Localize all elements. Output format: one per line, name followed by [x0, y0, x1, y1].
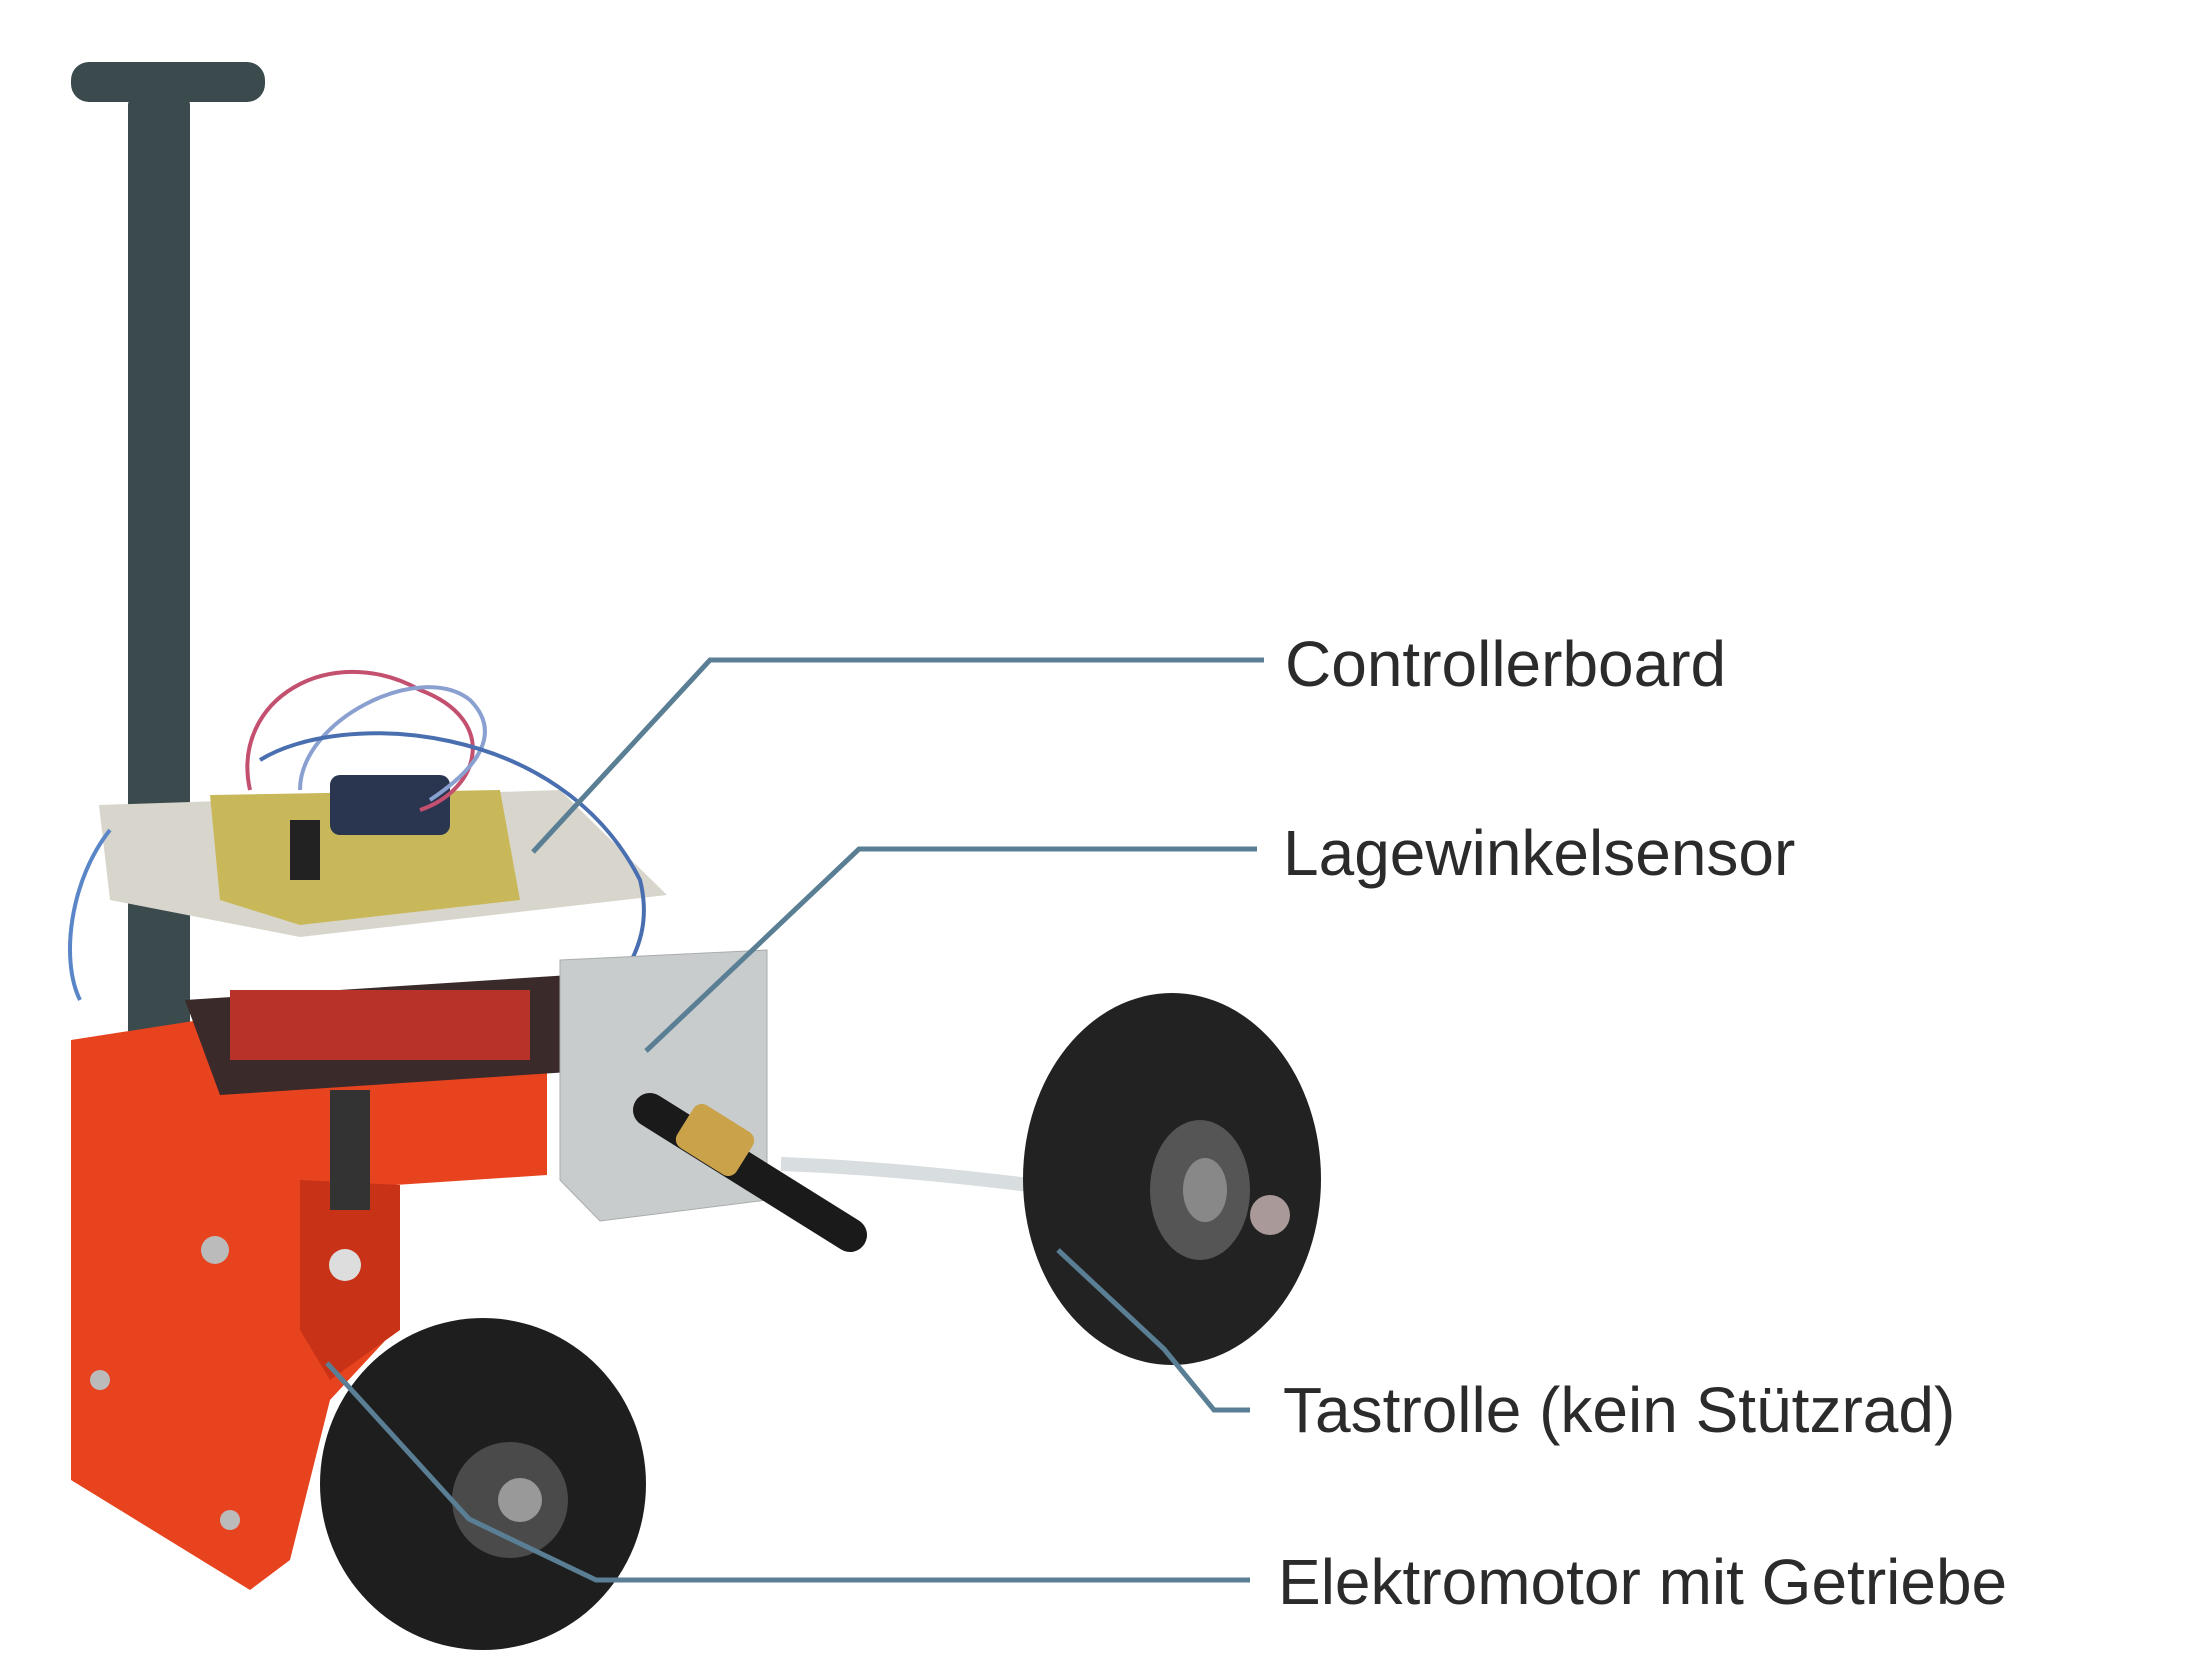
leader-line-lagewinkelsensor	[644, 846, 1257, 1053]
leader-line-controllerboard	[531, 657, 1264, 854]
drive-wheel	[320, 1318, 646, 1650]
leader-line-elektromotor	[325, 1361, 1250, 1583]
label-tastrolle: Tastrolle (kein Stützrad)	[1283, 1374, 1956, 1446]
label-elektromotor: Elektromotor mit Getriebe	[1278, 1546, 2008, 1618]
label-lagewinkelsensor: Lagewinkelsensor	[1283, 817, 1796, 889]
label-controllerboard: Controllerboard	[1285, 628, 1727, 700]
chassis	[71, 1020, 547, 1590]
feeler-wheel	[1023, 993, 1321, 1365]
leader-line-tastrolle	[1056, 1248, 1250, 1413]
circuit-boards	[99, 775, 667, 1210]
wires	[68, 670, 646, 1001]
leader-lines	[325, 657, 1264, 1583]
